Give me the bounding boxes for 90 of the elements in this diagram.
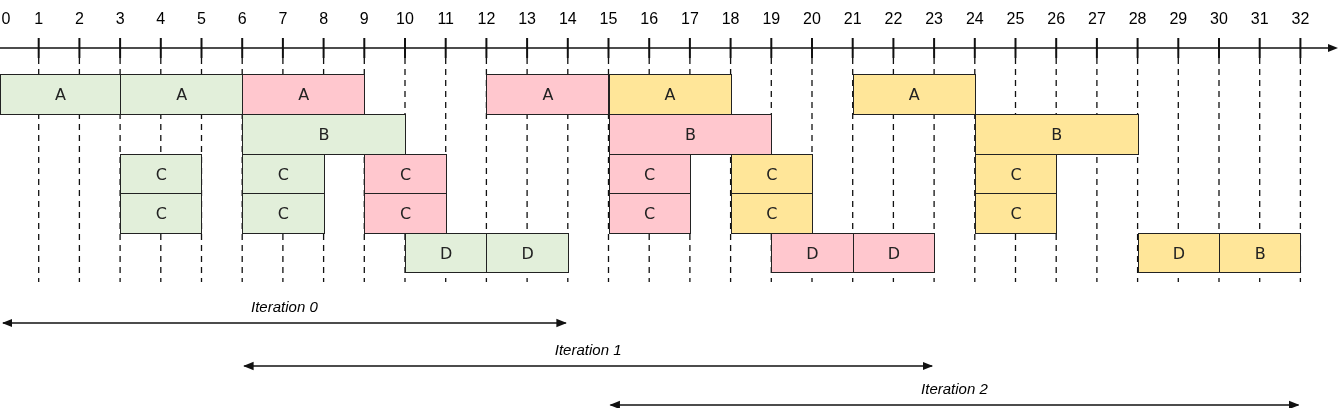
task-box <box>242 193 325 234</box>
task-label: C <box>1010 204 1022 223</box>
tick-label: 23 <box>925 10 943 28</box>
task-box <box>242 74 366 115</box>
task-box <box>364 193 447 234</box>
task-box <box>1219 233 1302 273</box>
tick-label: 10 <box>396 10 414 28</box>
task-box <box>608 74 732 115</box>
tick-label: 29 <box>1169 10 1188 28</box>
task-box <box>120 193 203 234</box>
tick-label: 21 <box>843 10 862 28</box>
tick-label: 5 <box>197 10 206 28</box>
task-label: C <box>155 164 167 184</box>
task-label: A <box>664 85 676 104</box>
task-label: C <box>277 164 289 184</box>
task-box <box>974 154 1058 194</box>
task-box <box>120 154 203 194</box>
tick-label: 15 <box>599 10 618 28</box>
task-label: C <box>399 164 412 184</box>
tick-label: 27 <box>1088 10 1106 28</box>
iteration-label: Iteration 1 <box>554 341 622 358</box>
task-box <box>242 154 325 194</box>
task-label: D <box>440 243 453 263</box>
tick-label: 22 <box>884 10 903 28</box>
task-box <box>608 193 691 234</box>
tick-label: 12 <box>477 10 496 28</box>
task-label: C <box>1010 164 1022 184</box>
task-box <box>730 193 813 234</box>
tick-label: 31 <box>1250 10 1269 28</box>
task-box <box>974 114 1139 155</box>
task-box <box>608 114 773 155</box>
tick-label: 25 <box>1006 10 1025 28</box>
task-box <box>242 114 406 155</box>
tick-label: 16 <box>640 10 659 28</box>
task-box <box>0 74 122 115</box>
task-label: C <box>766 204 778 223</box>
tick-label: 24 <box>965 10 984 28</box>
task-label: A <box>55 85 66 104</box>
task-box <box>730 154 813 194</box>
tick-label: 18 <box>721 10 740 28</box>
task-box <box>771 233 854 273</box>
task-box <box>608 154 691 194</box>
task-label: C <box>766 164 778 184</box>
task-label: A <box>908 85 920 104</box>
task-box <box>852 74 976 115</box>
task-box <box>405 233 488 273</box>
iteration-label: Iteration 0 <box>251 298 318 315</box>
tick-label: 3 <box>115 10 125 28</box>
task-label: C <box>644 164 656 184</box>
tick-label: 30 <box>1210 10 1228 28</box>
task-label: A <box>176 85 188 104</box>
task-box <box>486 74 610 115</box>
iteration-label: Iteration 2 <box>921 380 988 397</box>
tick-label: 7 <box>278 10 288 28</box>
task-label: B <box>1254 243 1266 263</box>
task-label: A <box>542 85 554 104</box>
task-label: C <box>277 204 289 223</box>
task-label: B <box>318 125 330 144</box>
task-label: D <box>521 243 534 263</box>
task-label: C <box>155 204 167 223</box>
tick-label: 32 <box>1291 10 1310 28</box>
tick-label: 14 <box>558 10 577 28</box>
task-label: D <box>806 243 819 263</box>
tick-label: 2 <box>74 10 84 28</box>
tick-label: 26 <box>1047 10 1066 28</box>
tick-label: 6 <box>237 10 247 28</box>
tick-label: 11 <box>437 10 454 28</box>
task-label: B <box>1051 125 1063 144</box>
tick-label: 4 <box>156 10 166 28</box>
tick-label: 17 <box>681 10 699 28</box>
tick-label: 28 <box>1128 10 1147 28</box>
task-label: C <box>399 204 412 223</box>
tick-label: 9 <box>359 10 369 28</box>
task-box <box>974 193 1058 234</box>
task-label: A <box>298 85 310 104</box>
tick-label: 8 <box>319 10 329 28</box>
tick-label: 20 <box>803 10 821 28</box>
task-label: C <box>644 204 656 223</box>
task-box <box>120 74 244 115</box>
task-label: D <box>887 243 901 263</box>
tick-label: 1 <box>34 10 44 28</box>
tick-label: 0 <box>1 10 11 28</box>
tick-label: 13 <box>518 10 536 28</box>
task-box <box>1137 233 1220 273</box>
task-box <box>364 154 447 194</box>
tick-label: 19 <box>762 10 781 28</box>
task-box <box>486 233 569 273</box>
task-box <box>852 233 936 273</box>
task-label: B <box>684 125 696 144</box>
task-label: D <box>1172 243 1185 263</box>
